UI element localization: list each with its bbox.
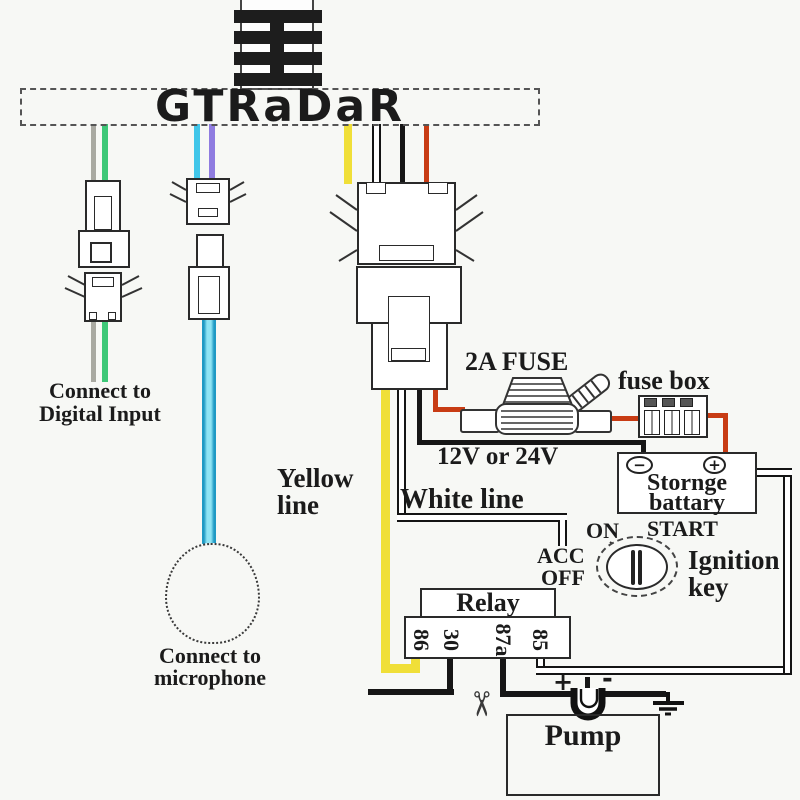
- white-wire: [536, 657, 545, 673]
- connector-foot: [89, 312, 97, 320]
- black-wire: [604, 691, 666, 697]
- yellow-line-label-line2: line: [277, 490, 320, 520]
- yellow-wire: [411, 656, 420, 673]
- white-wire: [397, 388, 406, 520]
- cyan-wire: [194, 124, 200, 180]
- black-wire: [500, 657, 506, 697]
- ignition-label-line2: key: [688, 572, 729, 602]
- ignition-pos-start: START: [647, 516, 718, 541]
- connector-male-base-inner: [198, 276, 220, 314]
- scissors-icon: ✂: [460, 689, 501, 719]
- fuse-box-label: fuse box: [618, 366, 710, 395]
- yellow-wire: [344, 124, 352, 184]
- page-title: GTRaDaR: [154, 81, 406, 132]
- black-wire: [368, 689, 454, 695]
- yellow-line-label-line1: Yellow: [277, 463, 354, 493]
- pump-box: [506, 714, 660, 796]
- pump-label: Pump: [544, 719, 622, 752]
- fuse-label: 2A FUSE: [465, 347, 569, 376]
- black-wire: [447, 657, 453, 694]
- connector-female-slot: [198, 208, 218, 217]
- main-connector-male-bar: [391, 348, 426, 361]
- relay-pin-86: 86: [409, 629, 434, 651]
- fuse-holder: [460, 373, 612, 435]
- relay-pin-30: 30: [439, 629, 464, 651]
- ignition-label-line1: Ignition: [688, 545, 780, 575]
- fuse-box-fuse: [664, 410, 680, 435]
- connector-male-housing: [85, 180, 121, 232]
- white-wire: [372, 124, 381, 184]
- ignition-pos-on: ON: [586, 518, 619, 543]
- ignition-key-slot: [631, 550, 635, 585]
- black-wire: [417, 440, 646, 445]
- main-connector-notch: [366, 182, 386, 194]
- battery-plus-terminal: +: [703, 456, 726, 474]
- green-wire: [102, 320, 108, 382]
- black-wire: [641, 440, 646, 455]
- gray-wire: [91, 320, 96, 382]
- fuse-box-fuse: [644, 410, 660, 435]
- fuse-box-slot: [644, 398, 657, 407]
- pump-plus-label: +: [553, 668, 574, 696]
- white-wire: [755, 468, 792, 477]
- battery-minus-terminal: −: [626, 456, 653, 474]
- red-wire: [723, 413, 728, 455]
- microphone-label-line1: Connect to: [158, 643, 262, 668]
- connector-male-inner: [94, 196, 112, 230]
- white-line-label: White line: [400, 484, 524, 515]
- connector-male-housing: [196, 234, 224, 268]
- relay-pin-85: 85: [528, 629, 553, 651]
- white-wire: [783, 468, 792, 673]
- microphone-wire: [202, 318, 216, 548]
- main-connector-slot: [379, 245, 434, 261]
- black-wire: [500, 691, 573, 697]
- ignition-key-slot: [638, 550, 642, 585]
- purple-wire: [209, 124, 215, 180]
- white-wire: [397, 513, 567, 522]
- title-box: [20, 88, 540, 126]
- connector-foot: [108, 312, 116, 320]
- white-wire: [536, 666, 792, 675]
- red-wire: [433, 388, 438, 412]
- fuse-box-slot: [680, 398, 693, 407]
- ignition-switch-inner: [606, 544, 668, 590]
- relay-pin-box: [404, 616, 571, 659]
- pump-minus-label: -: [602, 664, 613, 694]
- battery-label-line1: Stornge: [647, 470, 727, 496]
- microphone-label-line2: microphone: [153, 665, 267, 690]
- yellow-wire: [381, 388, 390, 673]
- voltage-label: 12V or 24V: [437, 443, 559, 470]
- microphone-icon: [165, 543, 260, 644]
- red-wire: [433, 407, 465, 412]
- gps-device-spine: [270, 10, 284, 86]
- green-wire: [102, 124, 108, 182]
- fuse-box-slot: [662, 398, 675, 407]
- red-wire: [706, 413, 728, 418]
- connector-female-inner: [196, 183, 220, 193]
- main-connector-notch: [428, 182, 448, 194]
- red-wire: [424, 124, 429, 184]
- black-wire: [417, 388, 422, 445]
- pump-terminal-stub: [585, 677, 590, 691]
- digital-input-label-line1: Connect to: [48, 378, 152, 403]
- relay-label: Relay: [456, 588, 520, 617]
- red-wire: [608, 416, 640, 421]
- gray-wire: [91, 124, 96, 182]
- connector-female-inner: [92, 277, 114, 287]
- fuse-box-fuse: [684, 410, 700, 435]
- main-connector-female: [357, 182, 456, 265]
- white-wire: [558, 520, 567, 546]
- digital-input-label-line2: Digital Input: [39, 401, 161, 426]
- connector-male-base-inner: [90, 242, 112, 263]
- battery-label-line2: battary: [649, 490, 725, 516]
- ignition-pos-off: OFF: [541, 565, 585, 590]
- yellow-wire: [381, 664, 420, 673]
- black-wire: [400, 124, 405, 184]
- pump-connector: [570, 688, 606, 721]
- ignition-pos-acc: ACC: [537, 543, 585, 568]
- relay-pin-87a: 87a: [491, 623, 516, 657]
